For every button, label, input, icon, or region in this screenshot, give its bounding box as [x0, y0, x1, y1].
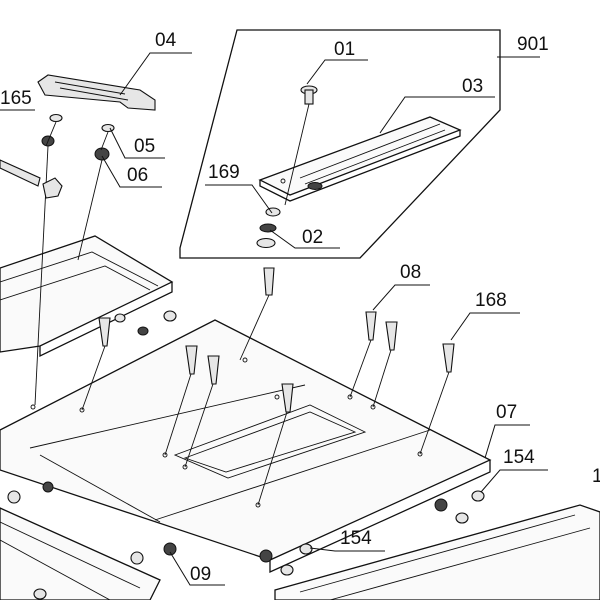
- callout-leaders: [0, 52, 548, 586]
- table-top-07: [0, 319, 492, 574]
- left-hardware: [0, 113, 115, 406]
- callout-09: 09: [190, 564, 211, 585]
- right-extension-rail: [274, 504, 600, 600]
- callout-04: 04: [155, 30, 177, 51]
- callout-07: 07: [496, 402, 517, 423]
- callout-169: 169: [208, 162, 240, 183]
- callout-02: 02: [302, 227, 323, 248]
- side-fasteners: [7, 310, 485, 600]
- screw-01: [284, 85, 318, 206]
- detail-box-901: [179, 29, 501, 259]
- mitre-guide-04: [37, 74, 156, 111]
- callout-165: 165: [0, 88, 32, 109]
- callout-901: 901: [517, 34, 549, 55]
- left-extension-rail-upper: [0, 235, 174, 358]
- callout-01: 01: [334, 39, 355, 60]
- callout-03: 03: [462, 76, 483, 97]
- callout-154-bottom: 154: [340, 528, 372, 549]
- table-screws: [81, 267, 455, 506]
- callout-154-right: 154: [503, 447, 535, 468]
- washers-02-169: [256, 207, 281, 249]
- left-extension-rail-lower: [0, 507, 161, 600]
- callout-168: 168: [475, 290, 507, 311]
- callout-08: 08: [400, 262, 421, 283]
- callout-05: 05: [134, 136, 155, 157]
- callout-06: 06: [127, 165, 148, 186]
- insert-plate-03: [258, 116, 462, 202]
- callout-cutoff: 1: [592, 466, 600, 487]
